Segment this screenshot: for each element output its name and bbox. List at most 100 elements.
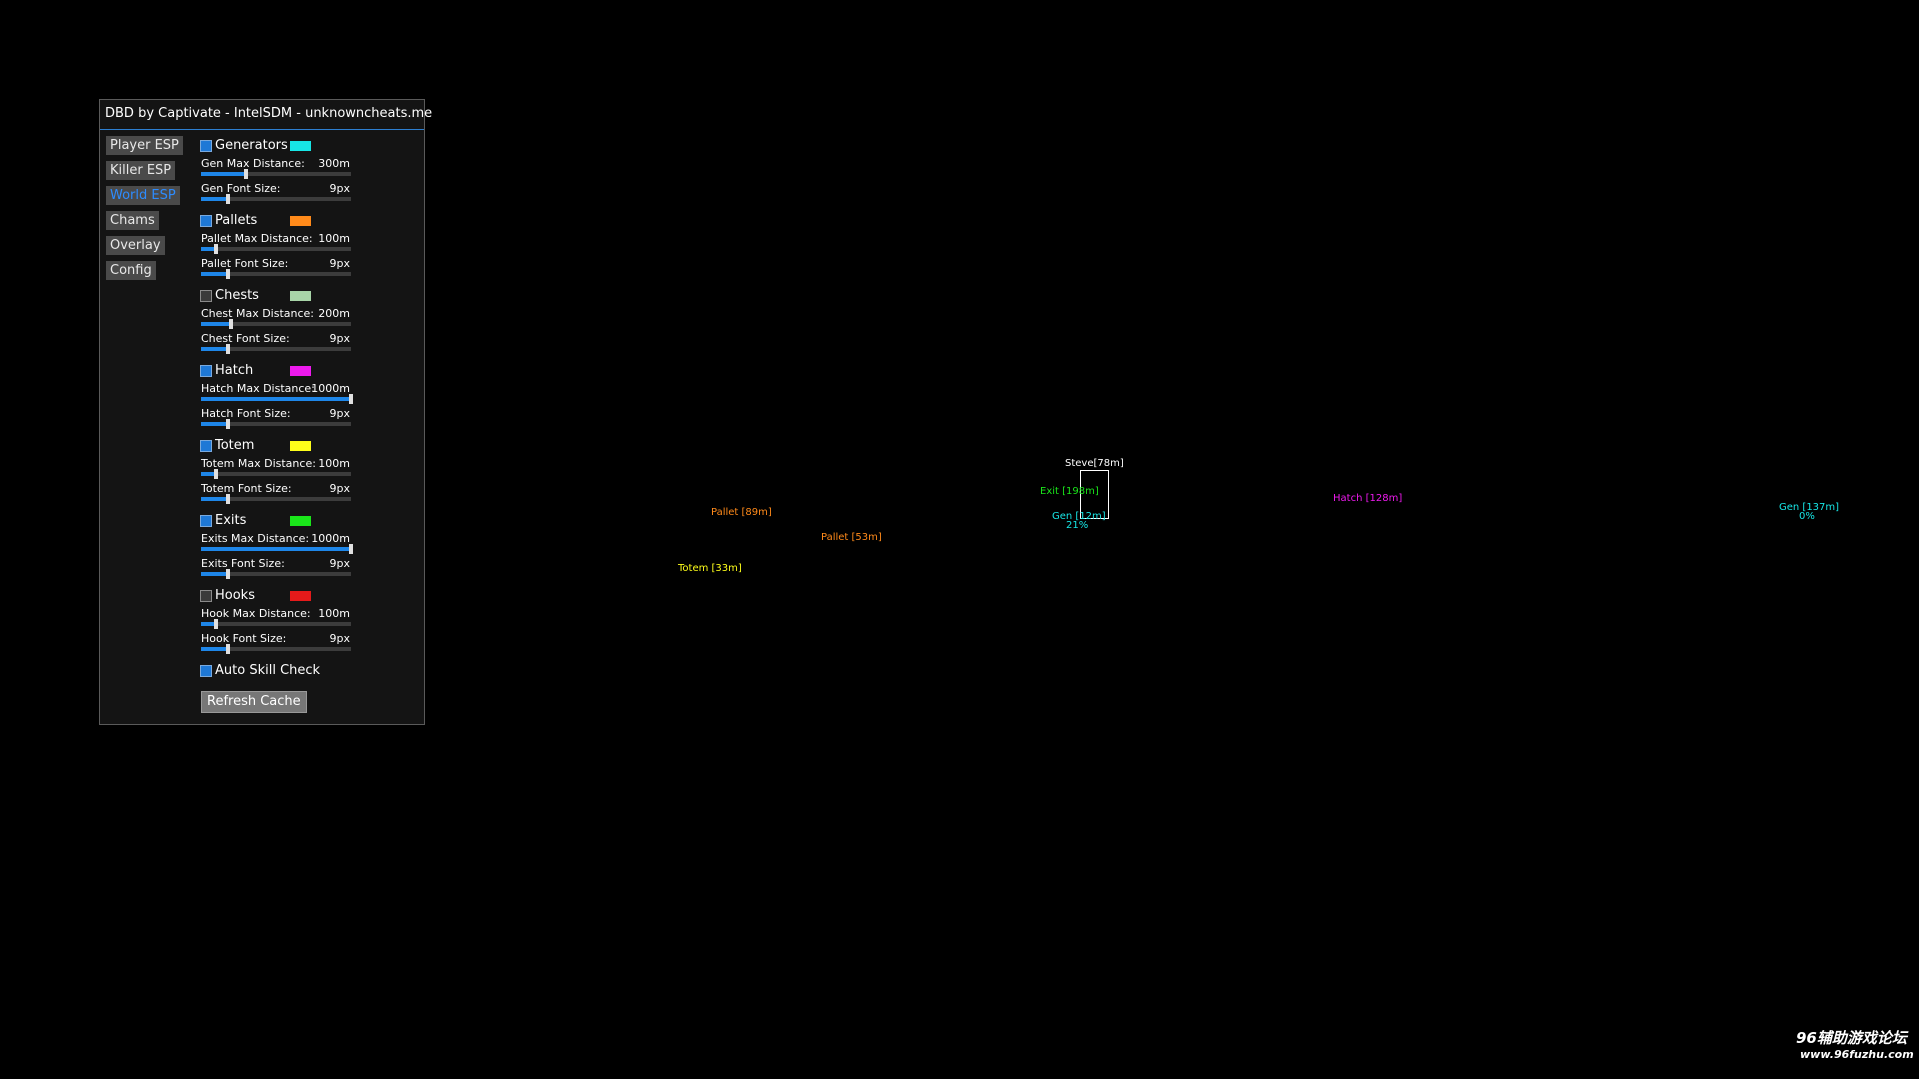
checkbox-pallets[interactable] xyxy=(200,215,212,227)
font-size-label: Gen Font Size: xyxy=(201,182,281,195)
max-distance-slider-totem[interactable] xyxy=(201,469,351,479)
font-size-value: 9px xyxy=(329,332,351,345)
checkbox-totem[interactable] xyxy=(200,440,212,452)
checkbox-chests[interactable] xyxy=(200,290,212,302)
checkbox-hooks[interactable] xyxy=(200,590,212,602)
max-distance-slider-exits-handle[interactable] xyxy=(349,544,353,554)
checkbox-row-hooks[interactable]: Hooks xyxy=(200,588,400,604)
font-size-slider-pallets-fill xyxy=(201,272,228,276)
checkbox-row-pallets[interactable]: Pallets xyxy=(200,213,400,229)
max-distance-label: Pallet Max Distance: xyxy=(201,232,313,245)
max-distance-value: 100m xyxy=(318,232,350,245)
checkbox-hatch[interactable] xyxy=(200,365,212,377)
max-distance-label: Hook Max Distance: xyxy=(201,607,311,620)
font-size-slider-hooks-fill xyxy=(201,647,228,651)
font-size-slider-totem-handle[interactable] xyxy=(226,494,230,504)
esp-exit-label: Exit [198m] xyxy=(1040,486,1099,497)
font-size-slider-pallets[interactable] xyxy=(201,269,351,279)
checkbox-label: Exits xyxy=(215,513,247,528)
esp-gen-far-progress: 0% xyxy=(1799,511,1815,522)
esp-pallet-label: Pallet [89m] xyxy=(711,507,772,518)
font-size-label: Chest Font Size: xyxy=(201,332,290,345)
max-distance-label: Totem Max Distance: xyxy=(201,457,316,470)
tab-killer-esp[interactable]: Killer ESP xyxy=(106,161,176,180)
color-swatch-hatch[interactable] xyxy=(290,366,311,376)
max-distance-value: 200m xyxy=(318,307,350,320)
checkbox-row-totem[interactable]: Totem xyxy=(200,438,400,454)
font-size-label: Exits Font Size: xyxy=(201,557,285,570)
color-swatch-pallets[interactable] xyxy=(290,216,311,226)
font-size-slider-hatch-handle[interactable] xyxy=(226,419,230,429)
font-size-slider-exits-handle[interactable] xyxy=(226,569,230,579)
auto-skill-check-checkbox[interactable] xyxy=(200,665,212,677)
max-distance-slider-hatch[interactable] xyxy=(201,394,353,404)
max-distance-slider-totem-fill xyxy=(201,472,216,476)
checkbox-row-chests[interactable]: Chests xyxy=(200,288,400,304)
cheat-menu-window: DBD by Captivate - IntelSDM - unknownche… xyxy=(99,99,432,725)
color-swatch-chests[interactable] xyxy=(290,291,311,301)
checkbox-row-generators[interactable]: Generators xyxy=(200,138,400,154)
esp-hatch-label: Hatch [128m] xyxy=(1333,493,1403,504)
font-size-value: 9px xyxy=(329,407,351,420)
tab-overlay[interactable]: Overlay xyxy=(106,236,165,255)
max-distance-slider-hooks-fill xyxy=(201,622,216,626)
font-size-slider-hooks-handle[interactable] xyxy=(226,644,230,654)
max-distance-slider-chests-fill xyxy=(201,322,231,326)
font-size-slider-hatch[interactable] xyxy=(201,419,351,429)
max-distance-value: 1000m xyxy=(311,382,350,395)
font-size-label: Totem Font Size: xyxy=(201,482,292,495)
refresh-cache-button[interactable]: Refresh Cache xyxy=(201,691,307,713)
esp-gen-near-progress: 21% xyxy=(1066,520,1089,531)
color-swatch-totem[interactable] xyxy=(290,441,311,451)
font-size-slider-generators[interactable] xyxy=(201,194,351,204)
max-distance-value: 300m xyxy=(318,157,350,170)
max-distance-label: Gen Max Distance: xyxy=(201,157,305,170)
color-swatch-hooks[interactable] xyxy=(290,591,311,601)
font-size-slider-hooks[interactable] xyxy=(201,644,351,654)
font-size-slider-pallets-handle[interactable] xyxy=(226,269,230,279)
checkbox-label: Generators xyxy=(215,138,288,153)
max-distance-slider-generators[interactable] xyxy=(201,169,351,179)
tab-player-esp[interactable]: Player ESP xyxy=(106,136,183,155)
checkbox-exits[interactable] xyxy=(200,515,212,527)
max-distance-slider-totem-handle[interactable] xyxy=(214,469,218,479)
font-size-label: Hook Font Size: xyxy=(201,632,287,645)
tab-world-esp[interactable]: World ESP xyxy=(106,186,180,205)
max-distance-value: 100m xyxy=(318,457,350,470)
checkbox-row-hatch[interactable]: Hatch xyxy=(200,363,400,379)
color-swatch-exits[interactable] xyxy=(290,516,311,526)
tab-chams[interactable]: Chams xyxy=(106,211,159,230)
max-distance-slider-exits-fill xyxy=(201,547,351,551)
font-size-slider-chests[interactable] xyxy=(201,344,351,354)
watermark-title: 96辅助游戏论坛 xyxy=(1796,1029,1907,1047)
max-distance-slider-chests-handle[interactable] xyxy=(229,319,233,329)
auto-skill-check-row[interactable]: Auto Skill Check xyxy=(200,663,400,679)
max-distance-label: Hatch Max Distance: xyxy=(201,382,315,395)
tab-config[interactable]: Config xyxy=(106,261,156,280)
checkbox-label: Pallets xyxy=(215,213,258,228)
checkbox-label: Hatch xyxy=(215,363,254,378)
max-distance-slider-hooks-handle[interactable] xyxy=(214,619,218,629)
font-size-value: 9px xyxy=(329,482,351,495)
font-size-slider-exits[interactable] xyxy=(201,569,351,579)
checkbox-label: Totem xyxy=(215,438,255,453)
font-size-slider-chests-handle[interactable] xyxy=(226,344,230,354)
max-distance-slider-hatch-handle[interactable] xyxy=(349,394,353,404)
max-distance-slider-chests[interactable] xyxy=(201,319,351,329)
max-distance-slider-hooks[interactable] xyxy=(201,619,351,629)
max-distance-slider-pallets-handle[interactable] xyxy=(214,244,218,254)
max-distance-label: Chest Max Distance: xyxy=(201,307,315,320)
checkbox-row-exits[interactable]: Exits xyxy=(200,513,400,529)
max-distance-slider-pallets[interactable] xyxy=(201,244,351,254)
max-distance-slider-generators-handle[interactable] xyxy=(244,169,248,179)
font-size-slider-totem[interactable] xyxy=(201,494,351,504)
font-size-slider-chests-fill xyxy=(201,347,228,351)
max-distance-slider-exits[interactable] xyxy=(201,544,353,554)
color-swatch-generators[interactable] xyxy=(290,141,311,151)
max-distance-value: 100m xyxy=(318,607,350,620)
esp-player-label: Steve[78m] xyxy=(1065,458,1124,469)
checkbox-generators[interactable] xyxy=(200,140,212,152)
max-distance-slider-hatch-fill xyxy=(201,397,351,401)
font-size-slider-generators-handle[interactable] xyxy=(226,194,230,204)
